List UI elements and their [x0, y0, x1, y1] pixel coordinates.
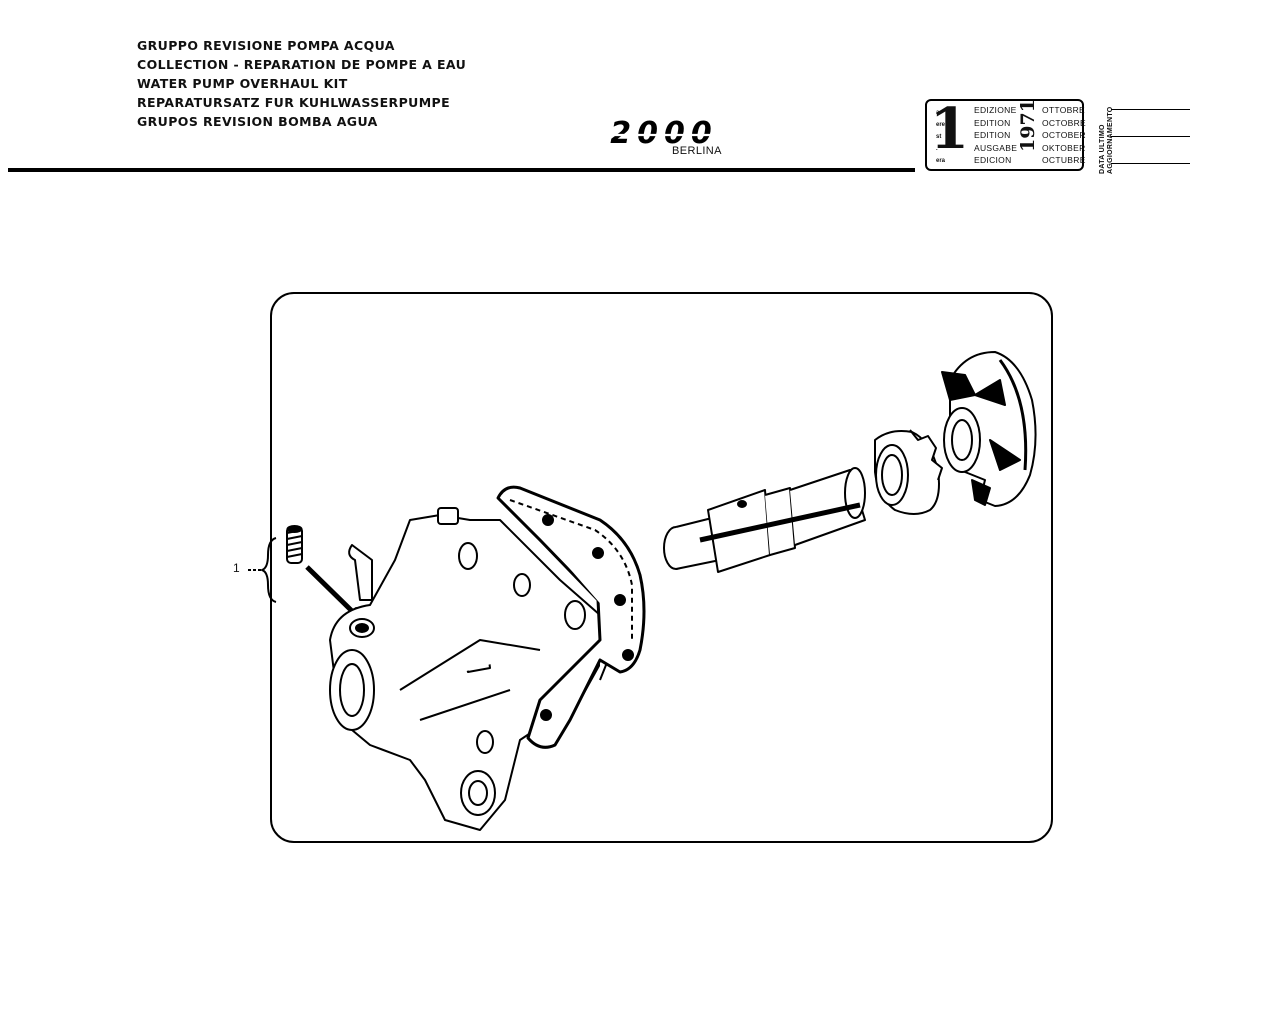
impeller — [941, 351, 1037, 507]
callout-brace — [261, 537, 277, 603]
edition-month: OKTOBER — [1042, 142, 1086, 153]
edition-suffix: a — [936, 110, 940, 116]
model-name: BERLINA — [672, 145, 722, 157]
header-titles: GRUPPO REVISIONE POMPA ACQUA COLLECTION … — [137, 36, 466, 131]
edition-label: EDICION — [974, 155, 1012, 165]
grub-screw — [286, 525, 303, 564]
edition-suffix: st — [936, 134, 942, 140]
update-line — [1111, 163, 1190, 164]
edition-label: EDITION — [974, 117, 1011, 128]
edition-months: OTTOBRE OCTOBRE OCTOBER OKTOBER OCTUBRE — [1042, 104, 1086, 167]
update-line — [1111, 109, 1190, 110]
edition-label: EDIZIONE — [974, 105, 1017, 115]
model-logo-text: 2000 — [610, 118, 718, 148]
edition-number: 1 — [930, 96, 969, 162]
pump-body — [329, 507, 609, 831]
diagram-frame — [270, 292, 1053, 843]
title-es: GRUPOS REVISION BOMBA AGUA — [137, 114, 378, 129]
update-line — [1111, 136, 1190, 137]
pump-shaft — [663, 467, 866, 573]
header-rule — [8, 168, 915, 172]
edition-month: OCTOBRE — [1042, 117, 1086, 128]
edition-month: OCTUBRE — [1042, 155, 1086, 165]
seal-ring — [874, 429, 943, 515]
title-en: WATER PUMP OVERHAUL KIT — [137, 76, 348, 91]
edition-month: OTTOBRE — [1042, 105, 1086, 115]
edition-labels: EDIZIONE EDITION EDITION AUSGABE EDICION — [974, 104, 1017, 167]
title-it: GRUPPO REVISIONE POMPA ACQUA — [137, 38, 395, 53]
edition-suffix: . — [936, 146, 938, 152]
edition-label: EDITION — [974, 130, 1011, 140]
edition-suffix: ere — [936, 122, 946, 128]
edition-label: AUSGABE — [974, 142, 1018, 153]
model-logo: 2000 — [606, 118, 728, 148]
title-de: REPARATURSATZ FUR KUHLWASSERPUMPE — [137, 95, 451, 110]
gasket — [496, 485, 646, 749]
edition-box: 1 a ere st . era EDIZIONE EDITION EDITIO… — [925, 96, 1086, 171]
callout-number: 1 — [233, 561, 240, 575]
edition-month: OCTOBER — [1042, 130, 1086, 140]
title-fr: COLLECTION - REPARATION DE POMPE A EAU — [137, 57, 467, 72]
edition-suffix: era — [936, 158, 946, 164]
